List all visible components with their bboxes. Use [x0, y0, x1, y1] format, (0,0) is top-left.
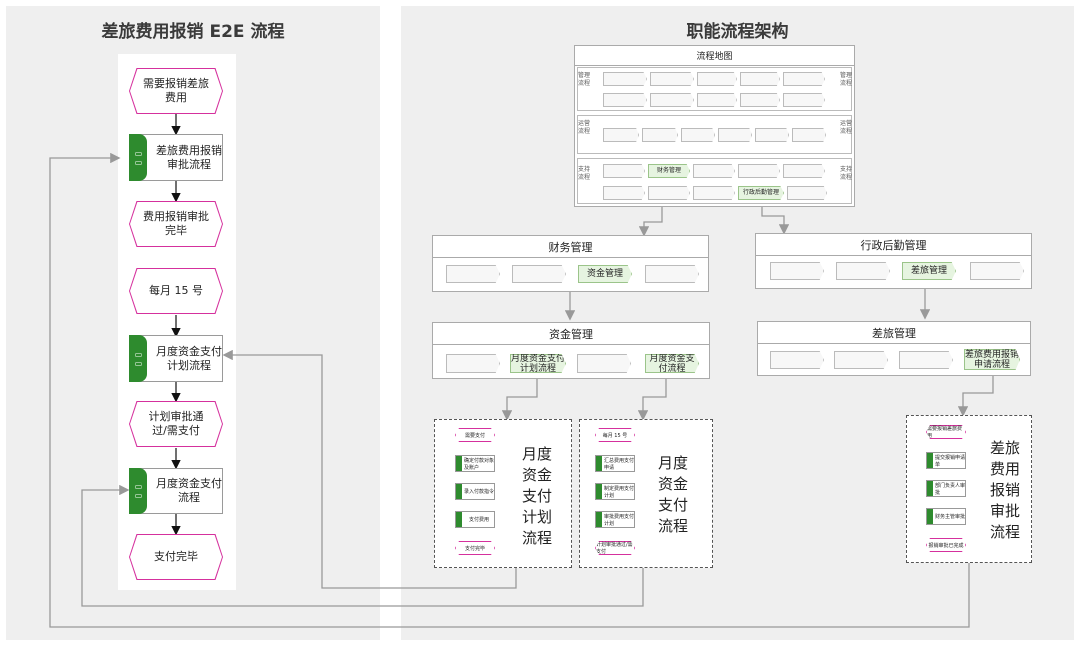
mini-process: 制定费用支付计划 — [595, 483, 635, 500]
map-chevron[interactable] — [650, 72, 694, 86]
map-chevron[interactable] — [681, 128, 715, 142]
event-plan-approved[interactable]: 计划审批通过/需支付 — [130, 402, 222, 446]
map-row-label: 支持流程 — [578, 166, 591, 181]
travel-chevron[interactable] — [834, 351, 888, 369]
mini-event: 需要报销差旅费用 — [926, 425, 966, 439]
map-chevron[interactable] — [603, 72, 647, 86]
admin-chevron[interactable] — [770, 262, 824, 280]
mini-process: 录入付款指令 — [455, 483, 495, 500]
finance-chevron[interactable] — [512, 265, 566, 283]
process-monthly-plan[interactable]: ▭▭月度资金支付计划流程 — [129, 335, 223, 382]
finance-chevron[interactable] — [645, 265, 699, 283]
map-highlight-admin[interactable]: 行政后勤管理 — [738, 186, 784, 200]
capital-highlight-payment[interactable]: 月度资金支付流程 — [645, 354, 699, 373]
map-chevron[interactable] — [783, 93, 825, 107]
map-chevron[interactable] — [755, 128, 789, 142]
map-row-label: 管理流程 — [578, 72, 591, 87]
map-chevron[interactable] — [648, 186, 690, 200]
map-chevron[interactable] — [642, 128, 678, 142]
detail-caption: 差旅费用报销审批流程 — [990, 439, 1021, 541]
finance-highlight[interactable]: 资金管理 — [578, 265, 632, 283]
mini-process: 审批费用支付计划 — [595, 511, 635, 528]
mini-event: 每月 15 号 — [595, 428, 635, 442]
travel-chevron[interactable] — [899, 351, 953, 369]
map-chevron[interactable] — [603, 186, 645, 200]
event-payment-done[interactable]: 支付完毕 — [130, 535, 222, 579]
process-map-title: 流程地图 — [575, 46, 854, 66]
right-panel-title: 职能流程架构 — [686, 22, 789, 42]
finance-chevron[interactable] — [446, 265, 500, 283]
admin-chevron[interactable] — [970, 262, 1024, 280]
map-chevron[interactable] — [740, 72, 780, 86]
map-chevron[interactable] — [783, 164, 825, 178]
event-approval-done[interactable]: 费用报销审批完毕 — [130, 202, 222, 246]
travel-title: 差旅管理 — [758, 322, 1030, 344]
map-highlight-finance[interactable]: 财务管理 — [648, 164, 690, 178]
admin-highlight[interactable]: 差旅管理 — [902, 262, 956, 280]
map-chevron[interactable] — [697, 93, 737, 107]
process-icon: ▭▭ — [129, 335, 147, 382]
mini-process: 支付费用 — [455, 511, 495, 528]
capital-chevron[interactable] — [577, 354, 631, 373]
map-chevron[interactable] — [603, 164, 645, 178]
map-chevron[interactable] — [787, 186, 827, 200]
mini-process: 部门负责人审批 — [926, 480, 966, 497]
map-chevron[interactable] — [697, 72, 737, 86]
mini-process: 财务主管审批 — [926, 508, 966, 525]
mini-event: 需要支付 — [455, 428, 495, 442]
map-chevron[interactable] — [740, 93, 780, 107]
map-row-label: 管理流程 — [840, 72, 853, 87]
detail-caption: 月度资金支付流程 — [658, 454, 689, 535]
map-row-label: 运营流程 — [840, 120, 853, 135]
mini-process: 汇总费用支付申请 — [595, 455, 635, 472]
capital-title: 资金管理 — [433, 323, 709, 345]
travel-highlight[interactable]: 差旅费用报销申请流程 — [964, 349, 1020, 370]
map-chevron[interactable] — [693, 186, 735, 200]
map-chevron[interactable] — [783, 72, 825, 86]
map-chevron[interactable] — [603, 128, 639, 142]
admin-chevron[interactable] — [836, 262, 890, 280]
mini-event: 计划审批通过/需支付 — [595, 541, 635, 555]
admin-box: 行政后勤管理 — [755, 233, 1032, 289]
left-panel-title: 差旅费用报销 E2E 流程 — [101, 22, 285, 42]
mini-event: 报销审批已完成 — [926, 538, 966, 552]
travel-chevron[interactable] — [770, 351, 824, 369]
detail-caption: 月度资金支付计划流程 — [522, 445, 553, 547]
mini-process: 确定付款对象及账户 — [455, 455, 495, 472]
map-chevron[interactable] — [603, 93, 647, 107]
process-icon: ▭▭ — [129, 134, 147, 181]
map-chevron[interactable] — [792, 128, 826, 142]
map-chevron[interactable] — [718, 128, 752, 142]
map-chevron[interactable] — [650, 93, 694, 107]
process-icon: ▭▭ — [129, 468, 147, 514]
map-row-label: 运营流程 — [578, 120, 591, 135]
finance-title: 财务管理 — [433, 236, 708, 258]
process-monthly-payment[interactable]: ▭▭月度资金支付流程 — [129, 468, 223, 514]
process-travel-approval[interactable]: ▭▭差旅费用报销审批流程 — [129, 134, 223, 181]
mini-process: 提交报销申请单 — [926, 452, 966, 469]
map-chevron[interactable] — [693, 164, 735, 178]
admin-title: 行政后勤管理 — [756, 234, 1031, 256]
capital-chevron[interactable] — [446, 354, 500, 373]
finance-box: 财务管理 — [432, 235, 709, 292]
event-monthly-15th[interactable]: 每月 15 号 — [130, 269, 222, 313]
event-need-reimburse[interactable]: 需要报销差旅费用 — [130, 69, 222, 113]
map-chevron[interactable] — [738, 164, 780, 178]
capital-highlight-plan[interactable]: 月度资金支付计划流程 — [510, 353, 566, 374]
map-row-label: 支持流程 — [840, 166, 853, 181]
mini-event: 支付完毕 — [455, 541, 495, 555]
